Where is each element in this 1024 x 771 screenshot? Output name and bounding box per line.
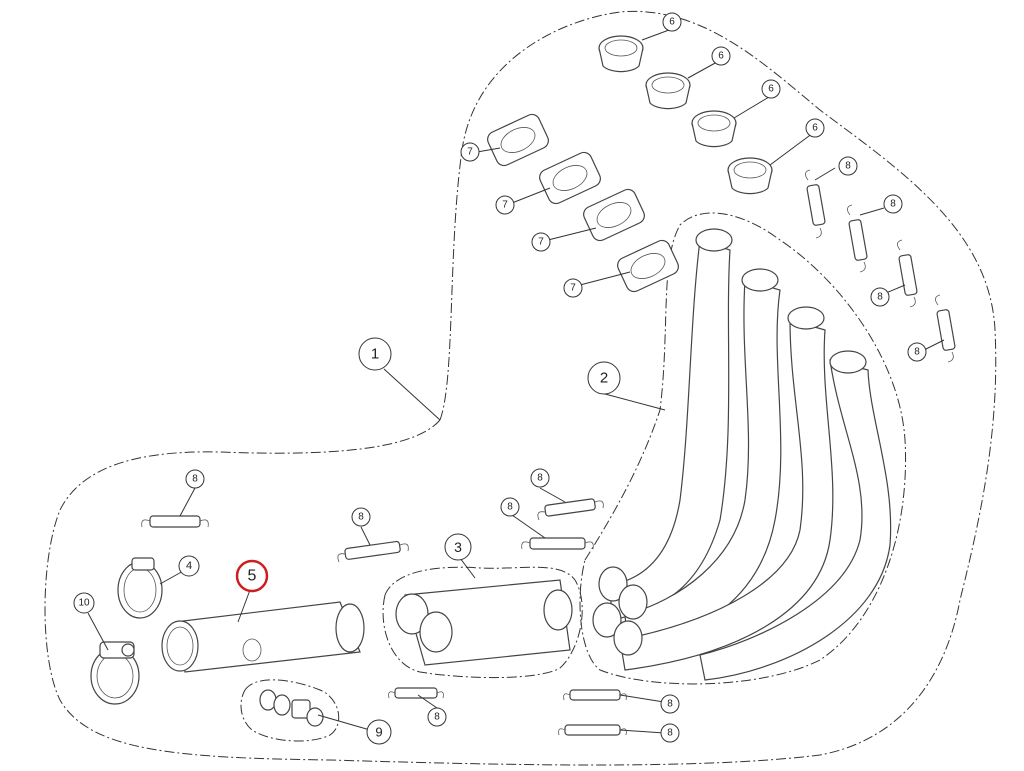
callout-1[interactable]: 1: [358, 337, 392, 371]
collector-pipe: [395, 579, 573, 666]
flange-4: [617, 239, 679, 293]
leader-lines: [87, 29, 945, 734]
flange-1: [487, 113, 549, 167]
spring-1: [805, 169, 826, 239]
ring-gasket-2: [645, 72, 691, 110]
callout-8k[interactable]: 8: [660, 723, 680, 743]
kit-3-boundary: [382, 566, 583, 679]
flange-3: [583, 188, 645, 242]
callout-8d[interactable]: 8: [907, 342, 927, 362]
svg-text:8: 8: [667, 728, 673, 739]
svg-text:8: 8: [667, 699, 673, 710]
svg-text:8: 8: [537, 473, 543, 484]
spring-11: [558, 724, 627, 736]
svg-text:6: 6: [718, 51, 724, 62]
flange-2: [539, 151, 601, 205]
callout-10[interactable]: 10: [73, 592, 95, 614]
callout-6c[interactable]: 6: [761, 79, 781, 99]
spring-3: [897, 239, 918, 308]
svg-text:8: 8: [845, 161, 851, 172]
spring-2: [847, 204, 868, 273]
svg-text:7: 7: [538, 237, 544, 248]
callout-8a[interactable]: 8: [838, 156, 858, 176]
callout-8j[interactable]: 8: [660, 694, 680, 714]
svg-text:6: 6: [669, 17, 675, 28]
callout-5-highlighted[interactable]: 5: [235, 559, 269, 593]
callout-7d[interactable]: 7: [563, 278, 583, 298]
svg-text:8: 8: [358, 512, 364, 523]
clamp-4: [117, 557, 163, 619]
callout-8e[interactable]: 8: [185, 469, 205, 489]
callout-6b[interactable]: 6: [711, 46, 731, 66]
callout-8b[interactable]: 8: [883, 194, 903, 214]
spring-6: [337, 540, 409, 563]
spring-7: [537, 498, 604, 521]
svg-text:8: 8: [192, 474, 198, 485]
callout-4[interactable]: 4: [178, 555, 200, 577]
callout-3[interactable]: 3: [444, 533, 472, 561]
spring-8: [521, 537, 594, 550]
ring-gasket-3: [691, 110, 737, 148]
svg-text:1: 1: [371, 346, 379, 363]
header-pipes: [592, 228, 892, 681]
svg-text:8: 8: [877, 292, 883, 303]
callout-8h[interactable]: 8: [500, 497, 520, 517]
svg-text:5: 5: [248, 568, 257, 585]
svg-text:8: 8: [914, 347, 920, 358]
svg-text:8: 8: [434, 712, 440, 723]
svg-text:3: 3: [454, 539, 462, 555]
svg-text:7: 7: [570, 283, 576, 294]
spring-10: [563, 689, 627, 701]
spring-9: [388, 687, 444, 699]
spring-4: [935, 294, 956, 363]
svg-text:7: 7: [467, 147, 473, 158]
callout-6a[interactable]: 6: [662, 12, 682, 32]
callout-8i[interactable]: 8: [427, 707, 447, 727]
clamp-10: [90, 641, 140, 705]
callout-7a[interactable]: 7: [460, 142, 480, 162]
link-pipe: [161, 601, 365, 673]
kit-2-boundary: [579, 212, 907, 685]
svg-text:6: 6: [812, 123, 818, 134]
callout-9[interactable]: 9: [366, 719, 392, 745]
kit-9-boundary: [240, 679, 340, 742]
ring-gasket-4: [727, 157, 773, 195]
spring-5: [141, 515, 209, 528]
svg-text:7: 7: [502, 200, 508, 211]
callout-8c[interactable]: 8: [870, 287, 890, 307]
svg-text:8: 8: [507, 502, 513, 513]
callout-6d[interactable]: 6: [805, 118, 825, 138]
callout-8f[interactable]: 8: [351, 507, 371, 527]
callout-7c[interactable]: 7: [531, 232, 551, 252]
svg-text:8: 8: [890, 199, 896, 210]
svg-text:9: 9: [375, 725, 382, 740]
sensor-plug-kit: [259, 689, 324, 727]
svg-text:6: 6: [768, 84, 774, 95]
callout-2[interactable]: 2: [587, 361, 621, 395]
callout-7b[interactable]: 7: [495, 195, 515, 215]
svg-text:2: 2: [600, 370, 608, 387]
svg-text:4: 4: [186, 560, 192, 572]
callout-8g[interactable]: 8: [530, 468, 550, 488]
svg-text:10: 10: [78, 598, 90, 609]
ring-gasket-1: [598, 35, 644, 73]
